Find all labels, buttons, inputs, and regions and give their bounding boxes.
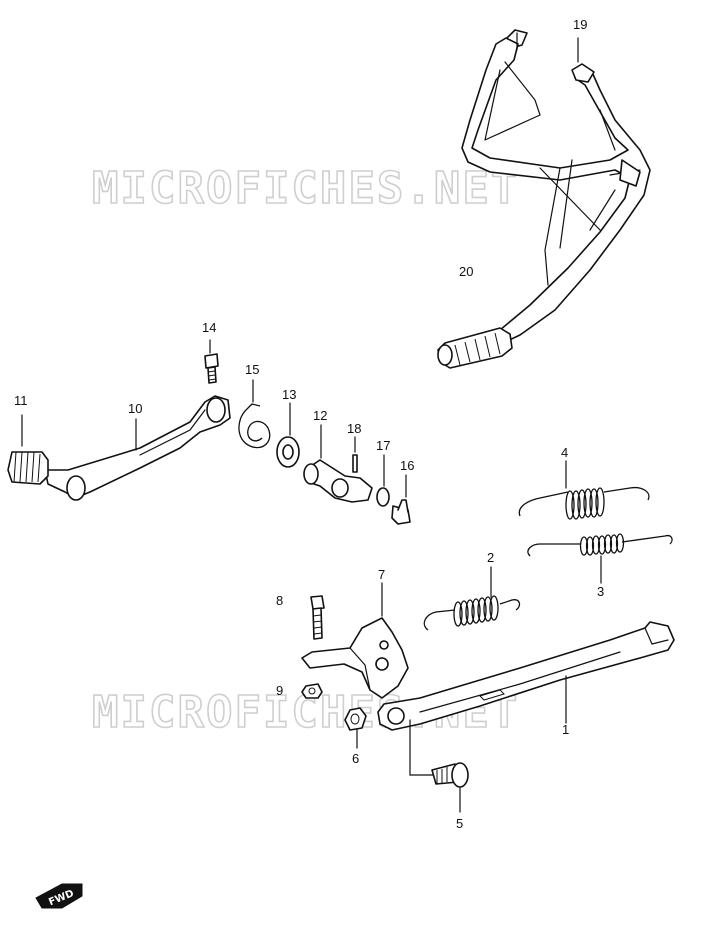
- grab-bar-frame: [437, 29, 651, 369]
- forward-arrow-badge: FWD: [35, 883, 83, 909]
- pivot-bolt-5: [431, 762, 469, 813]
- callout-3: 3: [597, 584, 604, 599]
- nut-9: [301, 683, 323, 699]
- bolt-8: [310, 595, 325, 640]
- callout-19: 19: [573, 17, 587, 32]
- callout-8: 8: [276, 593, 283, 608]
- callout-5: 5: [456, 816, 463, 831]
- callout-6: 6: [352, 751, 359, 766]
- pin-18: [352, 436, 358, 473]
- callout-1: 1: [562, 722, 569, 737]
- spring-3: [527, 533, 673, 584]
- callout-7: 7: [378, 567, 385, 582]
- washer-17: [376, 454, 390, 507]
- side-stand-1: [377, 621, 675, 776]
- return-spring-15: [238, 379, 271, 449]
- callout-18: 18: [347, 421, 361, 436]
- washer-13: [276, 402, 300, 468]
- watermark-top: MICROFICHES.NET: [92, 163, 519, 214]
- callout-17: 17: [376, 438, 390, 453]
- callout-16: 16: [400, 458, 414, 473]
- callout-14: 14: [202, 320, 216, 335]
- callout-10: 10: [128, 401, 142, 416]
- shift-lever: [7, 395, 231, 501]
- callout-9: 9: [276, 683, 283, 698]
- collar-6: [344, 707, 367, 749]
- spring-4: [518, 460, 650, 520]
- spring-2: [423, 566, 521, 631]
- stand-bracket-7: [301, 582, 409, 699]
- callout-20: 20: [459, 264, 473, 279]
- callout-4: 4: [561, 445, 568, 460]
- callout-13: 13: [282, 387, 296, 402]
- bolt-16: [391, 474, 411, 525]
- callout-2: 2: [487, 550, 494, 565]
- callout-15: 15: [245, 362, 259, 377]
- shift-shaft-arm-12: [303, 424, 373, 503]
- callout-labels: 1 2 3 4 5 6 7 8 9 10 11 12 13 14 15 16 1…: [14, 17, 604, 831]
- callout-12: 12: [313, 408, 327, 423]
- bolt-14: [204, 339, 219, 384]
- callout-11: 11: [14, 393, 28, 408]
